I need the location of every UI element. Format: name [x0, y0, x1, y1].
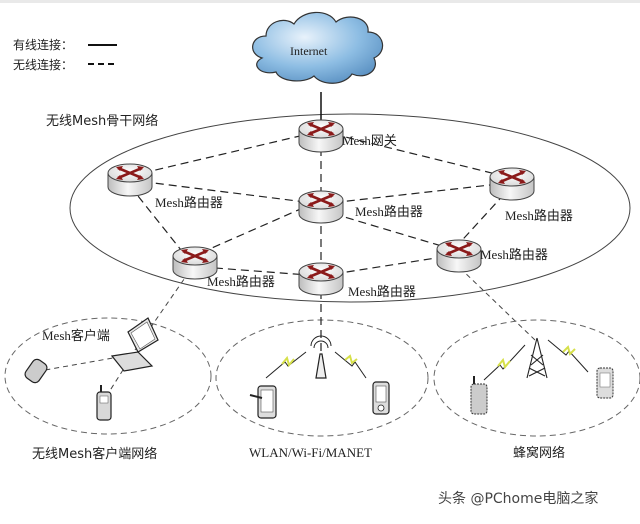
router-left [106, 162, 154, 198]
cellular-title: 蜂窝网络 [513, 445, 565, 461]
router-lower-center [297, 261, 345, 297]
client-mesh-title: 无线Mesh客户端网络 [32, 446, 157, 462]
flip-phone-icon [24, 358, 48, 384]
router-right-label: Mesh路由器 [505, 208, 573, 223]
legend-wireless-label: 无线连接： [13, 57, 73, 72]
router-left-label: Mesh路由器 [155, 195, 223, 210]
router-center-label: Mesh路由器 [355, 204, 423, 219]
top-border [0, 0, 640, 3]
smartphone-icon [596, 367, 614, 399]
gateway-label: Mesh网关 [342, 133, 397, 148]
mobile-phone-icon [96, 385, 112, 421]
router-lower-right-label: Mesh路由器 [480, 247, 548, 262]
legend-wired-label: 有线连接： [13, 37, 73, 52]
internet-label: Internet [290, 44, 328, 58]
client-mesh-boundary [4, 317, 212, 435]
internet-cloud-icon: Internet [252, 11, 384, 84]
router-center [297, 189, 345, 225]
router-lower-left-label: Mesh路由器 [207, 274, 275, 289]
laptop-icon [110, 317, 159, 372]
watermark: 头条 @PChome电脑之家 [438, 490, 598, 507]
access-point-icon [310, 335, 332, 379]
tablet-icon [249, 385, 277, 419]
wlan-title: WLAN/Wi-Fi/MANET [249, 445, 372, 460]
wlan-boundary [215, 319, 429, 437]
backbone-title: 无线Mesh骨干网络 [46, 113, 158, 129]
cell-tower-icon [526, 337, 548, 379]
router-lower-right [435, 238, 483, 274]
router-right [488, 166, 536, 202]
legend: 有线连接： 无线连接： [13, 37, 117, 72]
mesh-client-label: Mesh客户端 [42, 328, 110, 343]
cellphone-icon [470, 376, 488, 415]
pda-icon [372, 381, 390, 415]
router-lower-center-label: Mesh路由器 [348, 284, 416, 299]
router-gateway [297, 118, 345, 154]
backbone-boundary [69, 113, 631, 303]
